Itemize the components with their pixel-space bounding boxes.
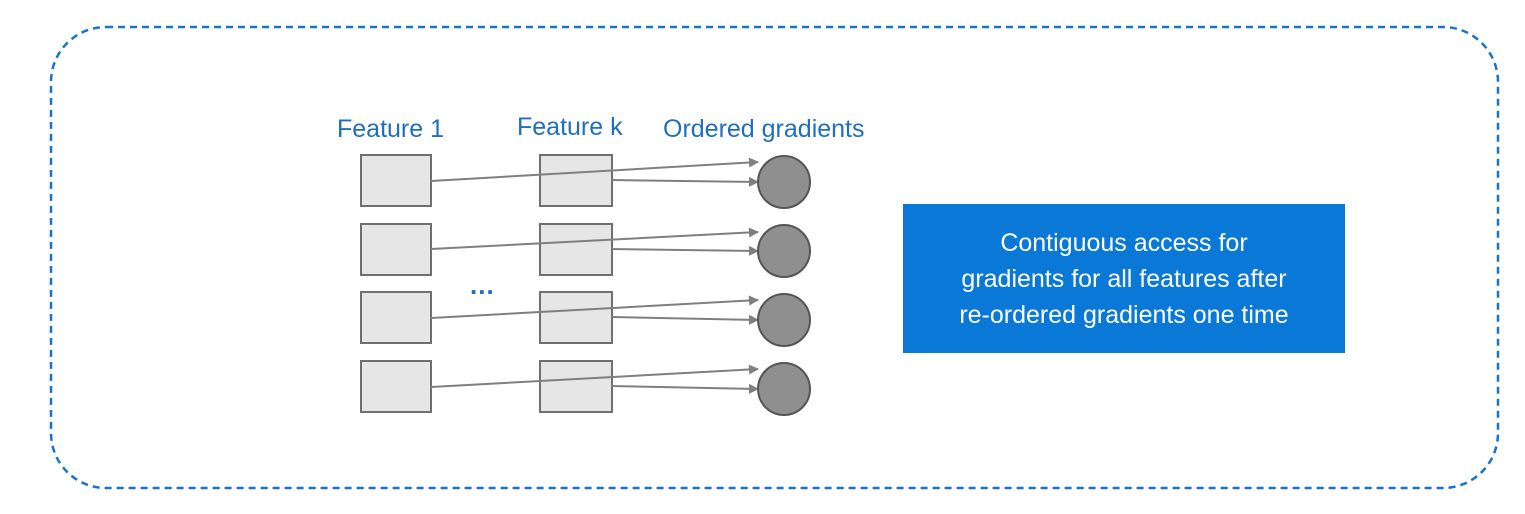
ordered-gradients-column xyxy=(757,155,811,416)
feature-k-box xyxy=(539,291,613,344)
callout-line: Contiguous access for xyxy=(1000,229,1248,257)
feature-1-label: Feature 1 xyxy=(337,115,445,143)
gradient-circle xyxy=(757,362,811,416)
callout-line: re-ordered gradients one time xyxy=(959,301,1289,329)
feature-1-column xyxy=(360,154,432,413)
feature-1-box xyxy=(360,154,432,207)
gradient-circle xyxy=(757,293,811,347)
feature-k-box xyxy=(539,360,613,413)
feature-1-box xyxy=(360,223,432,276)
feature-1-arrow xyxy=(430,295,759,319)
feature-1-arrow xyxy=(430,364,759,388)
dashed-frame xyxy=(49,25,1500,490)
callout-box: Contiguous access for gradients for all … xyxy=(903,204,1345,353)
ellipsis-label: ... xyxy=(470,270,495,300)
feature-k-arrow xyxy=(611,176,759,187)
feature-1-arrow xyxy=(430,227,759,250)
ordered-gradients-label: Ordered gradients xyxy=(663,115,865,143)
gradient-circle xyxy=(757,155,811,209)
gradient-circle xyxy=(757,224,811,278)
feature-1-arrows xyxy=(430,157,759,388)
feature-1-box xyxy=(360,360,432,413)
feature-k-box xyxy=(539,154,613,207)
feature-k-arrow xyxy=(611,245,759,256)
feature-1-box xyxy=(360,291,432,344)
feature-k-label: Feature k xyxy=(517,113,623,141)
callout-line: gradients for all features after xyxy=(961,265,1287,293)
feature-k-column xyxy=(539,154,613,413)
feature-k-arrows xyxy=(611,176,759,394)
feature-k-arrow xyxy=(611,314,759,325)
feature-k-arrow xyxy=(611,383,759,394)
feature-1-arrow xyxy=(430,157,759,182)
feature-k-box xyxy=(539,223,613,276)
